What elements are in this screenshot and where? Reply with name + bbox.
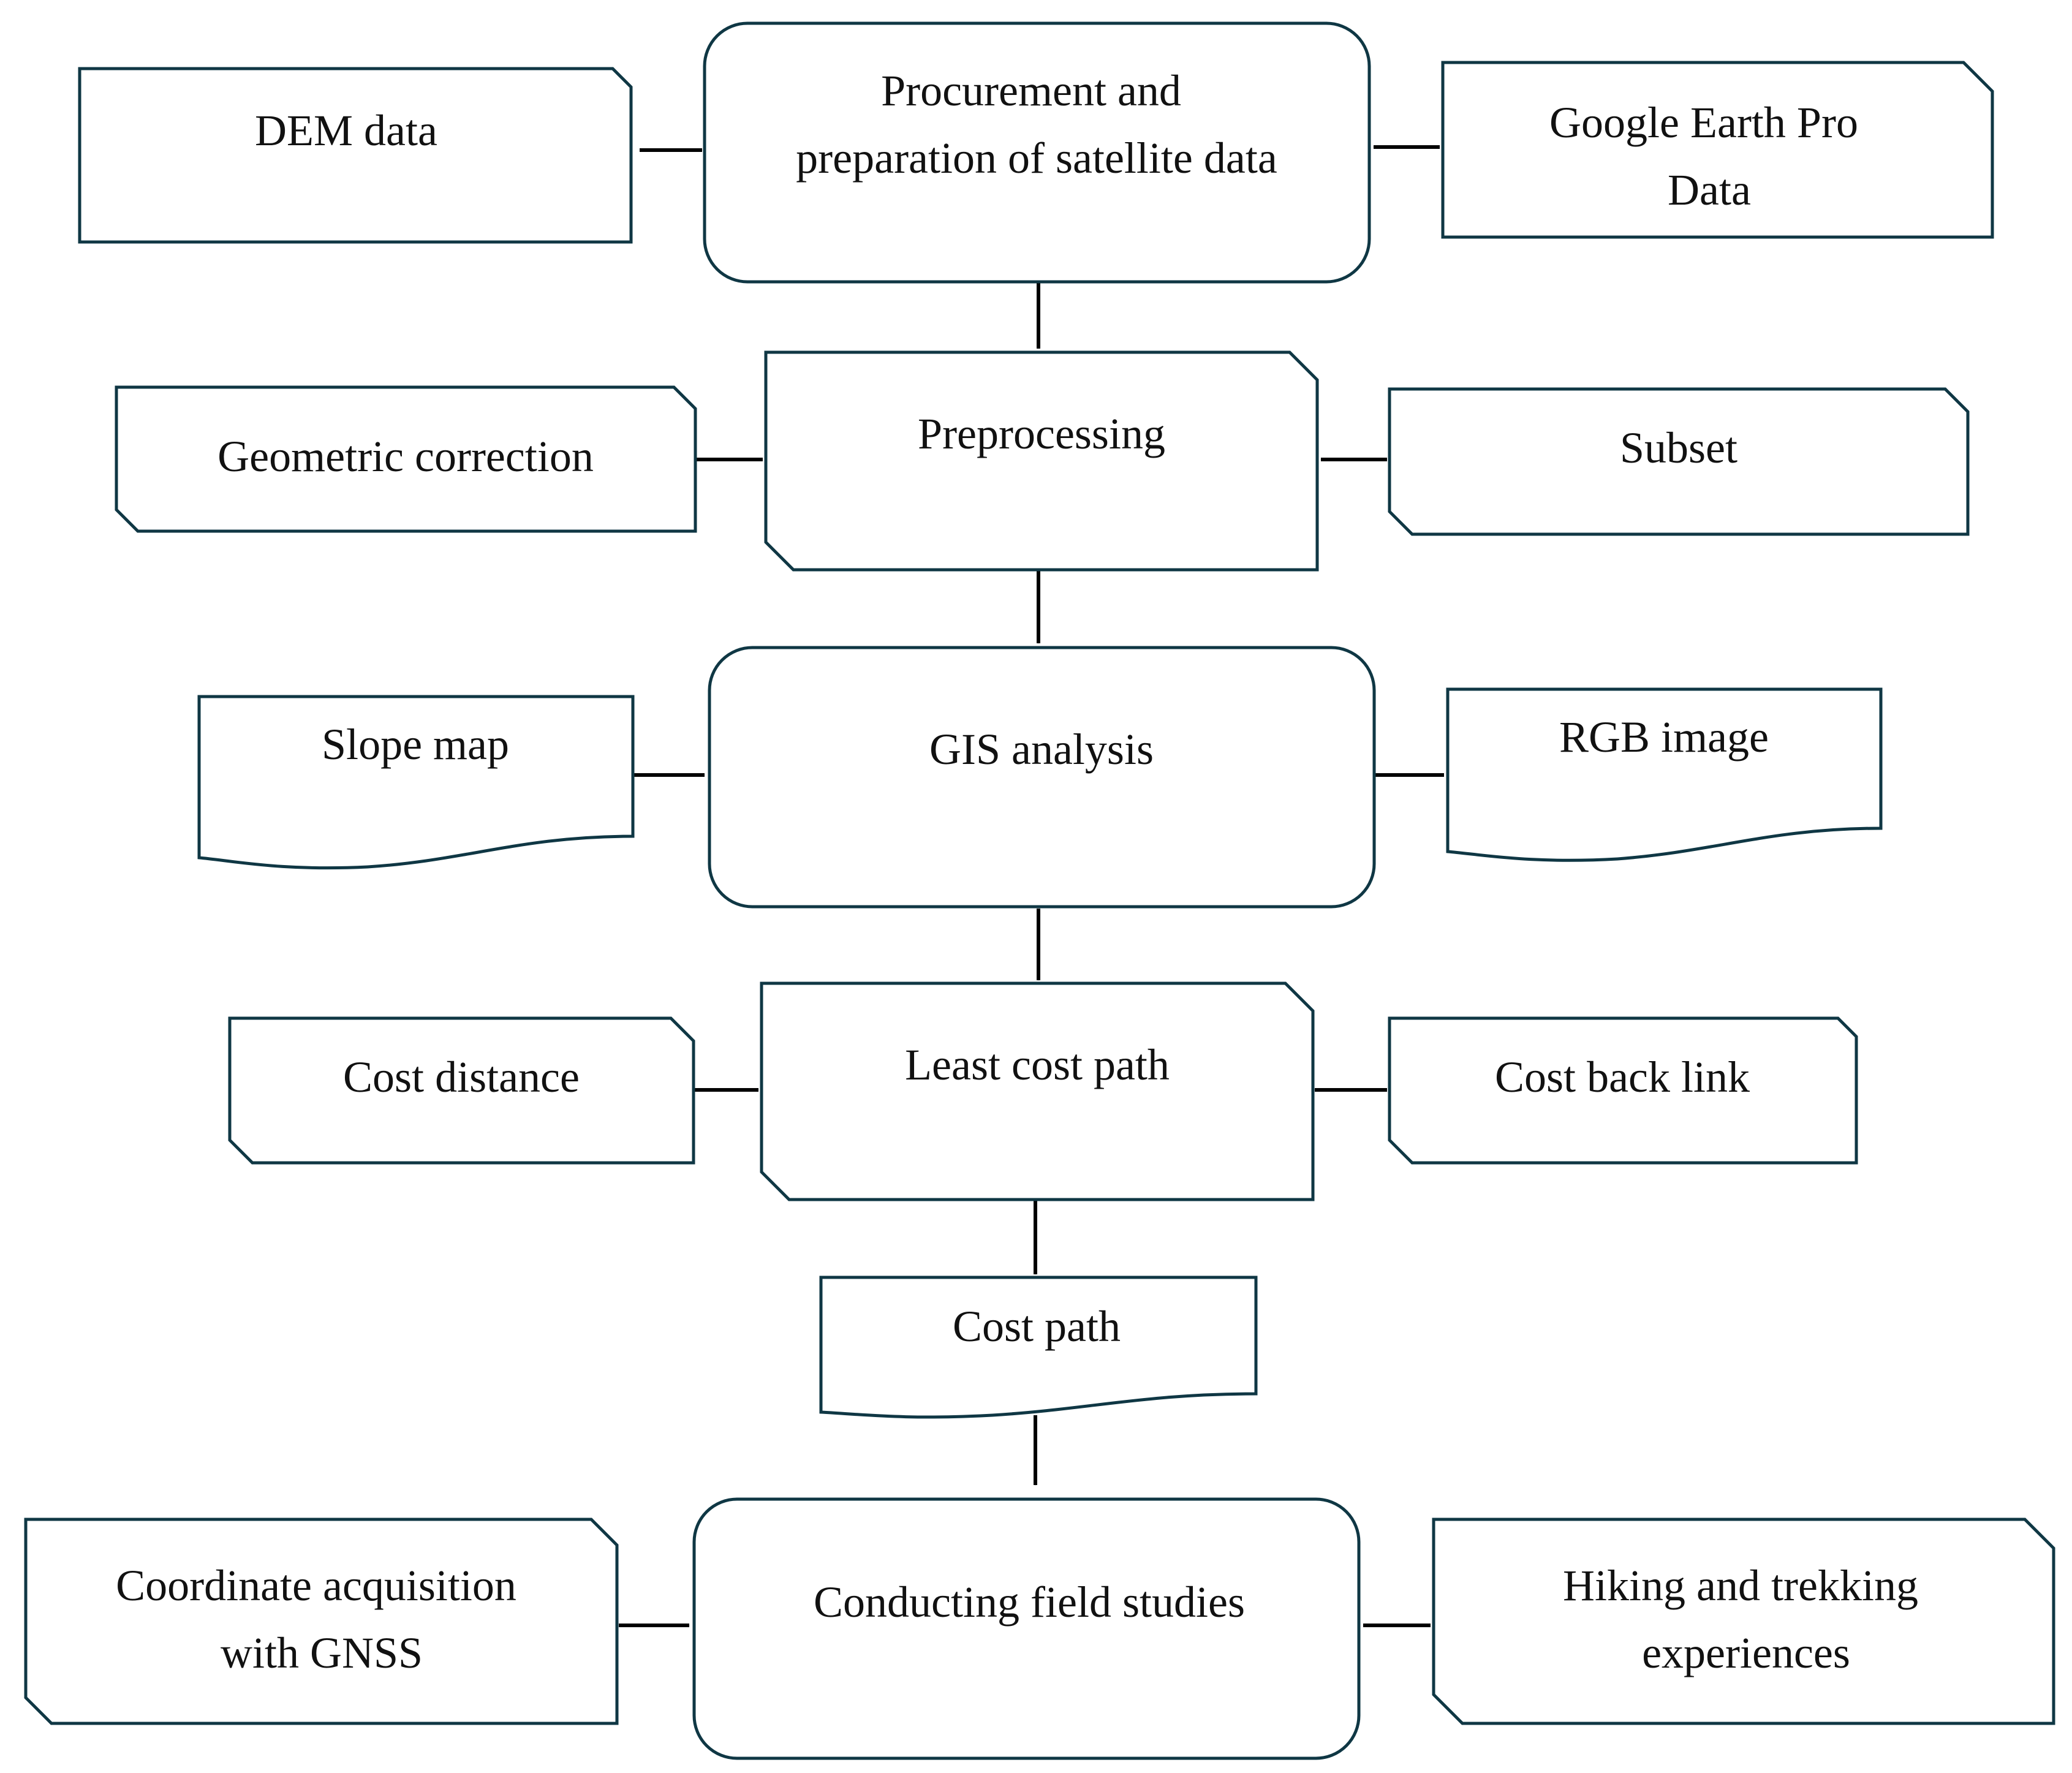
node-dem-data: DEM data bbox=[78, 67, 633, 244]
node-google-earth-pro: Google Earth Pro Data bbox=[1441, 61, 1994, 239]
node-gis-label: GIS analysis bbox=[929, 725, 1154, 774]
node-coordinate-acquisition: Coordinate acquisition with GNSS bbox=[24, 1518, 619, 1725]
node-geometric-correction: Geometric correction bbox=[115, 385, 697, 533]
node-cost-distance: Cost distance bbox=[228, 1016, 695, 1165]
node-cost-back-link: Cost back link bbox=[1388, 1016, 1858, 1165]
node-least-cost-label: Least cost path bbox=[905, 1040, 1170, 1089]
node-rgb-label: RGB image bbox=[1559, 713, 1769, 762]
node-cost-path-label: Cost path bbox=[953, 1302, 1121, 1351]
node-cost-path: Cost path bbox=[819, 1276, 1258, 1419]
node-subset-label: Subset bbox=[1620, 423, 1737, 472]
node-geometric-label: Geometric correction bbox=[217, 432, 594, 481]
node-gis-analysis: GIS analysis bbox=[708, 646, 1376, 909]
node-hiking-label: Hiking and trekking experiences bbox=[1563, 1561, 1929, 1677]
node-google-earth-label: Google Earth Pro Data bbox=[1549, 98, 1869, 214]
node-cost-distance-label: Cost distance bbox=[343, 1053, 580, 1102]
node-coordinate-label: Coordinate acquisition with GNSS bbox=[116, 1561, 527, 1677]
node-preprocessing-label: Preprocessing bbox=[918, 409, 1165, 458]
node-subset: Subset bbox=[1388, 387, 1970, 536]
node-rgb-image: RGB image bbox=[1446, 687, 1883, 862]
node-procurement-label: Procurement and preparation of satellite… bbox=[796, 66, 1277, 183]
node-field-studies-label: Conducting field studies bbox=[814, 1578, 1245, 1627]
edges bbox=[619, 145, 1444, 1627]
node-dem-label: DEM data bbox=[255, 106, 437, 155]
node-cost-back-link-label: Cost back link bbox=[1495, 1053, 1750, 1102]
node-field-studies: Conducting field studies bbox=[692, 1497, 1361, 1760]
node-procurement: Procurement and preparation of satellite… bbox=[703, 21, 1371, 284]
node-preprocessing: Preprocessing bbox=[764, 350, 1319, 572]
node-hiking-trekking: Hiking and trekking experiences bbox=[1432, 1518, 2055, 1725]
node-least-cost-path: Least cost path bbox=[760, 981, 1315, 1201]
node-slope-map: Slope map bbox=[197, 695, 635, 870]
node-slope-label: Slope map bbox=[322, 720, 509, 769]
